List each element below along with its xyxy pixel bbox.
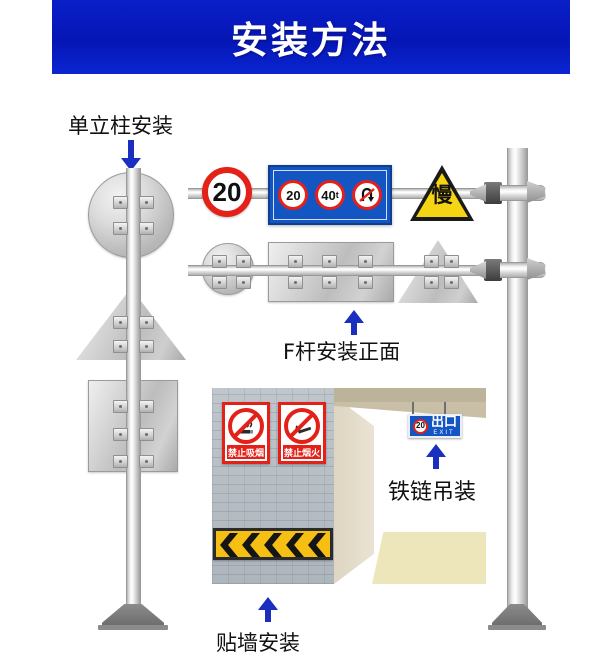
chevron-icon — [242, 533, 260, 557]
clamp — [113, 400, 128, 413]
clamp — [358, 276, 373, 289]
no-flame-text: 禁止烟火 — [283, 448, 320, 459]
clamp — [139, 400, 154, 413]
no-flame-pictogram — [284, 408, 320, 444]
sign-mini-speed-20: 20 — [278, 180, 309, 210]
clamp — [113, 340, 128, 353]
clamp — [139, 340, 154, 353]
clamp — [139, 428, 154, 441]
clamp — [236, 255, 251, 268]
chevron-icon — [286, 533, 304, 557]
clamp — [322, 276, 337, 289]
clamp — [236, 276, 251, 289]
clamp — [358, 255, 373, 268]
clamp — [444, 276, 459, 289]
sign-mini-weight-unit: t — [335, 189, 339, 200]
crossbar-joint-upper — [484, 182, 502, 204]
sign-exit: 20 出口 EXIT — [408, 414, 462, 438]
chevron-icon — [308, 533, 326, 557]
label-f-pole-front: F杆安装正面 — [283, 340, 401, 364]
clamp — [424, 255, 439, 268]
chevron-icon — [220, 533, 238, 557]
clamp — [139, 455, 154, 468]
pole-lower-shaft — [126, 466, 141, 608]
clamp — [113, 222, 128, 235]
clamp — [139, 316, 154, 329]
no-smoking-pictogram — [228, 408, 264, 444]
sign-no-smoking: 禁止吸烟 — [222, 402, 270, 464]
no-uturn-icon — [358, 187, 375, 202]
page-title: 安装方法 — [231, 19, 391, 62]
f-pole-shaft — [507, 148, 528, 608]
arrow-down-single-pole — [119, 140, 143, 172]
sign-no-open-flame: 禁止烟火 — [278, 402, 326, 464]
clamp — [288, 276, 303, 289]
chain-hoist-scene: 20 出口 EXIT — [334, 388, 486, 584]
sign-chevron-hazard — [213, 528, 333, 560]
pole-base-foot — [98, 625, 168, 630]
cigarette-icon — [228, 414, 264, 444]
clamp — [424, 276, 439, 289]
exit-speed-circle: 20 — [413, 418, 428, 434]
exit-label-cn: 出口 — [431, 415, 458, 430]
clamp — [113, 428, 128, 441]
room-ceiling-edge — [334, 388, 486, 402]
arrow-up-chain — [424, 444, 448, 470]
header-banner: 安装方法 — [52, 0, 570, 74]
no-smoking-band: 禁止吸烟 — [227, 445, 265, 459]
sign-mini-speed-20-value: 20 — [286, 187, 301, 203]
clamp — [212, 255, 227, 268]
chain-left — [412, 402, 414, 416]
clamp — [113, 316, 128, 329]
clamp — [113, 455, 128, 468]
sign-speed-limit-20: 20 — [202, 167, 252, 217]
exit-text-wrap: 出口 EXIT — [431, 416, 457, 436]
clamp — [212, 276, 227, 289]
crossbar-joint-lower — [484, 259, 502, 281]
warning-triangle-char: 慢 — [431, 183, 453, 207]
label-single-pole: 单立柱安装 — [68, 114, 173, 138]
room-floor — [372, 532, 486, 584]
label-wall-mount: 贴墙安装 — [216, 631, 300, 655]
sign-mini-weight-value: 40 — [321, 187, 336, 203]
no-flame-band: 禁止烟火 — [283, 445, 321, 459]
crossbar-cone-lower — [470, 261, 486, 279]
room-left-wall — [334, 396, 374, 584]
wall-mount-scene: 禁止吸烟 禁止烟火 — [212, 388, 334, 584]
clamp — [288, 255, 303, 268]
clamp — [322, 255, 337, 268]
clamp — [139, 196, 154, 209]
crossbar-cap-lower — [527, 258, 545, 280]
chevron-icon — [264, 533, 282, 557]
arrow-up-f-pole — [342, 310, 366, 336]
clamp — [113, 196, 128, 209]
f-pole-base-foot — [488, 625, 546, 630]
crossbar-lower — [188, 265, 518, 276]
exit-speed-value: 20 — [416, 421, 425, 430]
crossbar-cap-upper — [527, 181, 545, 203]
label-chain-hoist: 铁链吊装 — [388, 480, 477, 505]
no-smoking-text: 禁止吸烟 — [227, 448, 264, 459]
match-flame-icon — [284, 414, 320, 444]
clamp — [444, 255, 459, 268]
clamp — [139, 222, 154, 235]
chain-right — [444, 402, 446, 416]
sign-mini-no-uturn — [351, 180, 382, 210]
arrow-up-wall — [256, 597, 280, 623]
sign-speed-limit-value: 20 — [212, 177, 242, 207]
exit-label-en: EXIT — [433, 430, 455, 436]
